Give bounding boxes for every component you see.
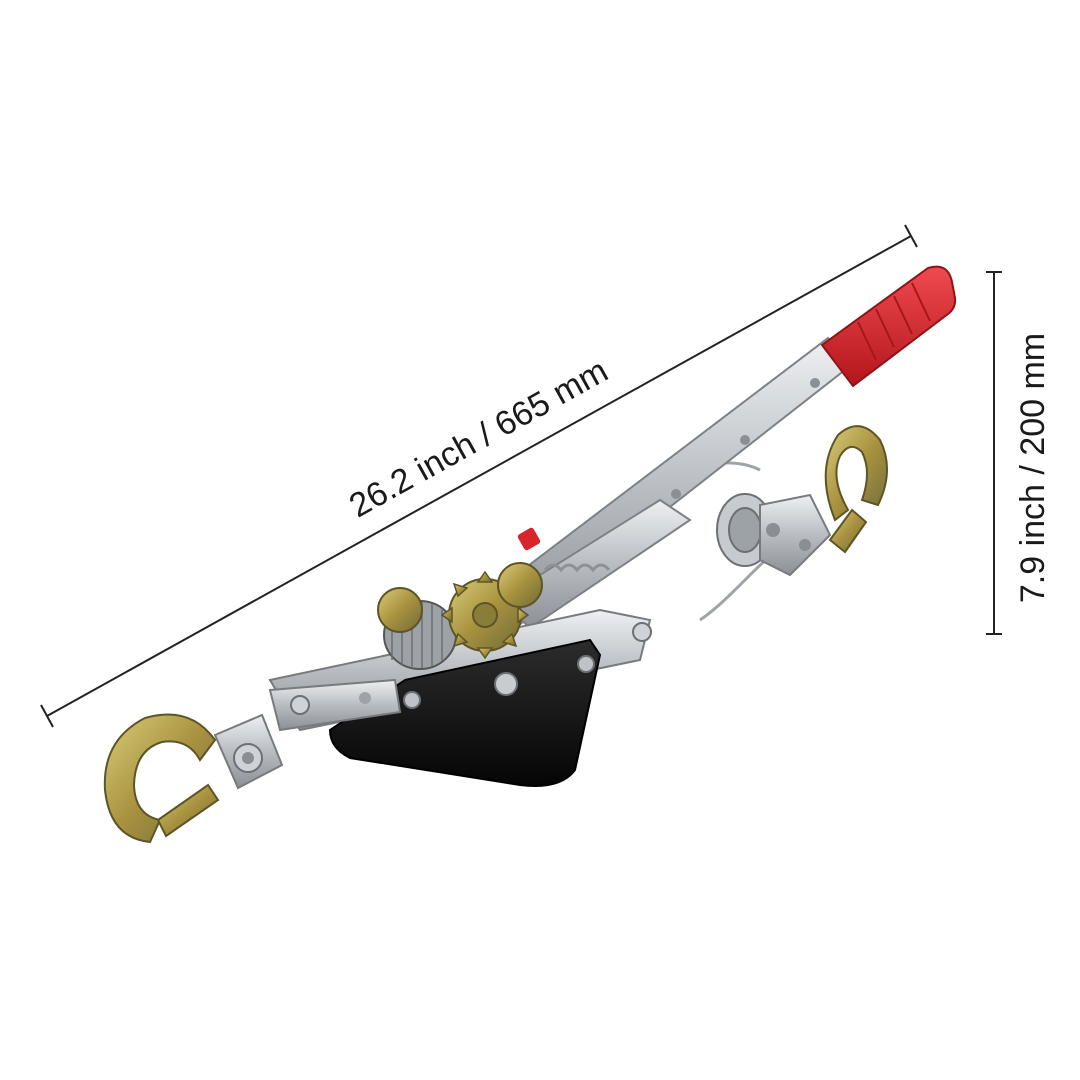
cable-puller-icon bbox=[103, 265, 957, 844]
left-hook bbox=[103, 713, 220, 844]
pulley-block bbox=[716, 493, 832, 577]
height-dimension: 7.9 inch / 200 mm bbox=[986, 271, 1052, 635]
ratchet-gear bbox=[377, 562, 543, 660]
right-hook bbox=[824, 425, 889, 554]
height-label: 7.9 inch / 200 mm bbox=[1014, 333, 1052, 603]
length-label: 26.2 inch / 665 mm bbox=[343, 352, 614, 526]
